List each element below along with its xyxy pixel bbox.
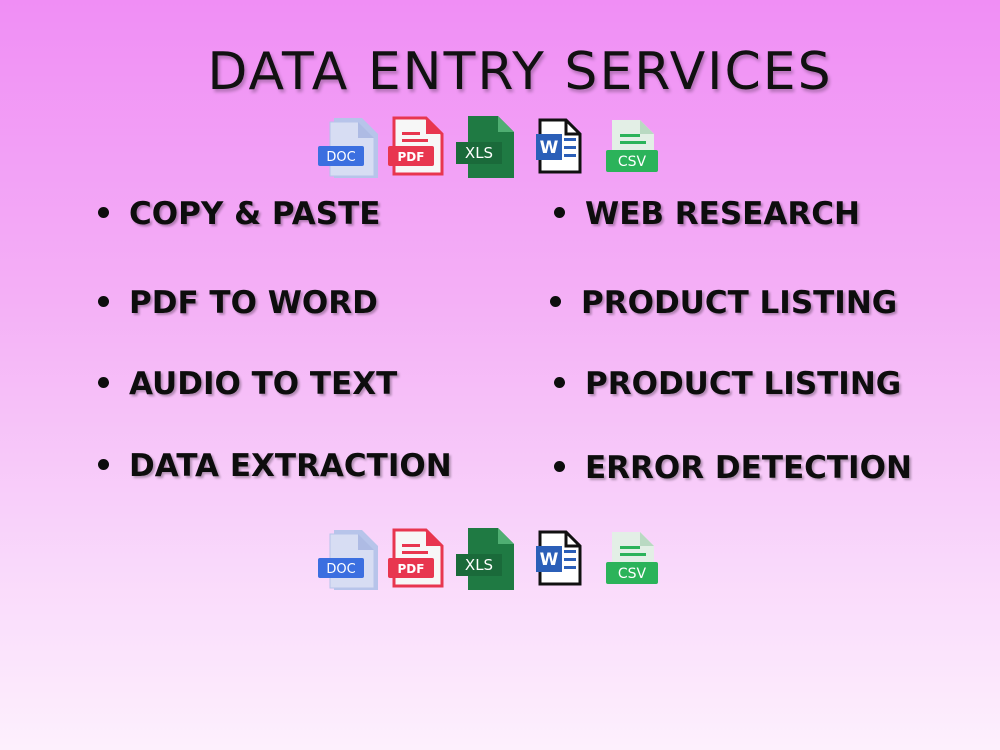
bullet-icon: [98, 207, 109, 218]
service-item: COPY & PASTE: [98, 194, 380, 234]
pdf-label: PDF: [398, 150, 425, 164]
csv-file-icon: CSV: [604, 116, 660, 180]
service-label: ERROR DETECTION: [585, 450, 912, 486]
service-label: PRODUCT LISTING: [585, 366, 902, 402]
bullet-icon: [98, 377, 109, 388]
doc-label: DOC: [326, 562, 355, 577]
doc-label: DOC: [326, 150, 355, 165]
bullet-icon: [554, 207, 565, 218]
pdf-file-icon: PDF: [388, 528, 444, 592]
service-label: PRODUCT LISTING: [581, 285, 898, 321]
service-item: WEB RESEARCH: [554, 194, 860, 234]
service-item: PDF TO WORD: [98, 283, 378, 323]
doc-file-icon: DOC: [318, 116, 380, 180]
bullet-icon: [98, 459, 109, 470]
pdf-file-icon: PDF: [388, 116, 444, 180]
xls-label: XLS: [465, 556, 493, 574]
word-label: W: [540, 138, 559, 158]
service-label: WEB RESEARCH: [585, 196, 860, 232]
xls-file-icon: XLS: [456, 116, 518, 180]
service-label: AUDIO TO TEXT: [129, 366, 398, 402]
csv-label: CSV: [618, 566, 647, 582]
csv-label: CSV: [618, 154, 647, 170]
file-icons-row-top: DOC PDF XLS W: [318, 116, 663, 180]
bullet-icon: [98, 296, 109, 307]
bullet-icon: [554, 377, 565, 388]
service-item: ERROR DETECTION: [554, 448, 912, 488]
service-item: PRODUCT LISTING: [550, 283, 897, 323]
service-item: DATA EXTRACTION: [98, 446, 452, 486]
pdf-label: PDF: [398, 562, 425, 576]
service-label: PDF TO WORD: [129, 285, 378, 321]
service-label: COPY & PASTE: [129, 196, 381, 232]
file-icons-row-bottom: DOC PDF XLS W: [318, 528, 663, 592]
xls-label: XLS: [465, 144, 493, 162]
csv-file-icon: CSV: [604, 528, 660, 592]
service-item: AUDIO TO TEXT: [98, 364, 397, 404]
service-label: DATA EXTRACTION: [129, 448, 452, 484]
word-label: W: [540, 550, 559, 570]
page-title: DATA ENTRY SERVICES: [207, 42, 833, 102]
bullet-icon: [550, 296, 561, 307]
xls-file-icon: XLS: [456, 528, 518, 592]
word-file-icon: W: [534, 528, 584, 592]
bullet-icon: [554, 461, 565, 472]
doc-file-icon: DOC: [318, 528, 380, 592]
word-file-icon: W: [534, 116, 584, 180]
service-item: PRODUCT LISTING: [554, 364, 901, 404]
